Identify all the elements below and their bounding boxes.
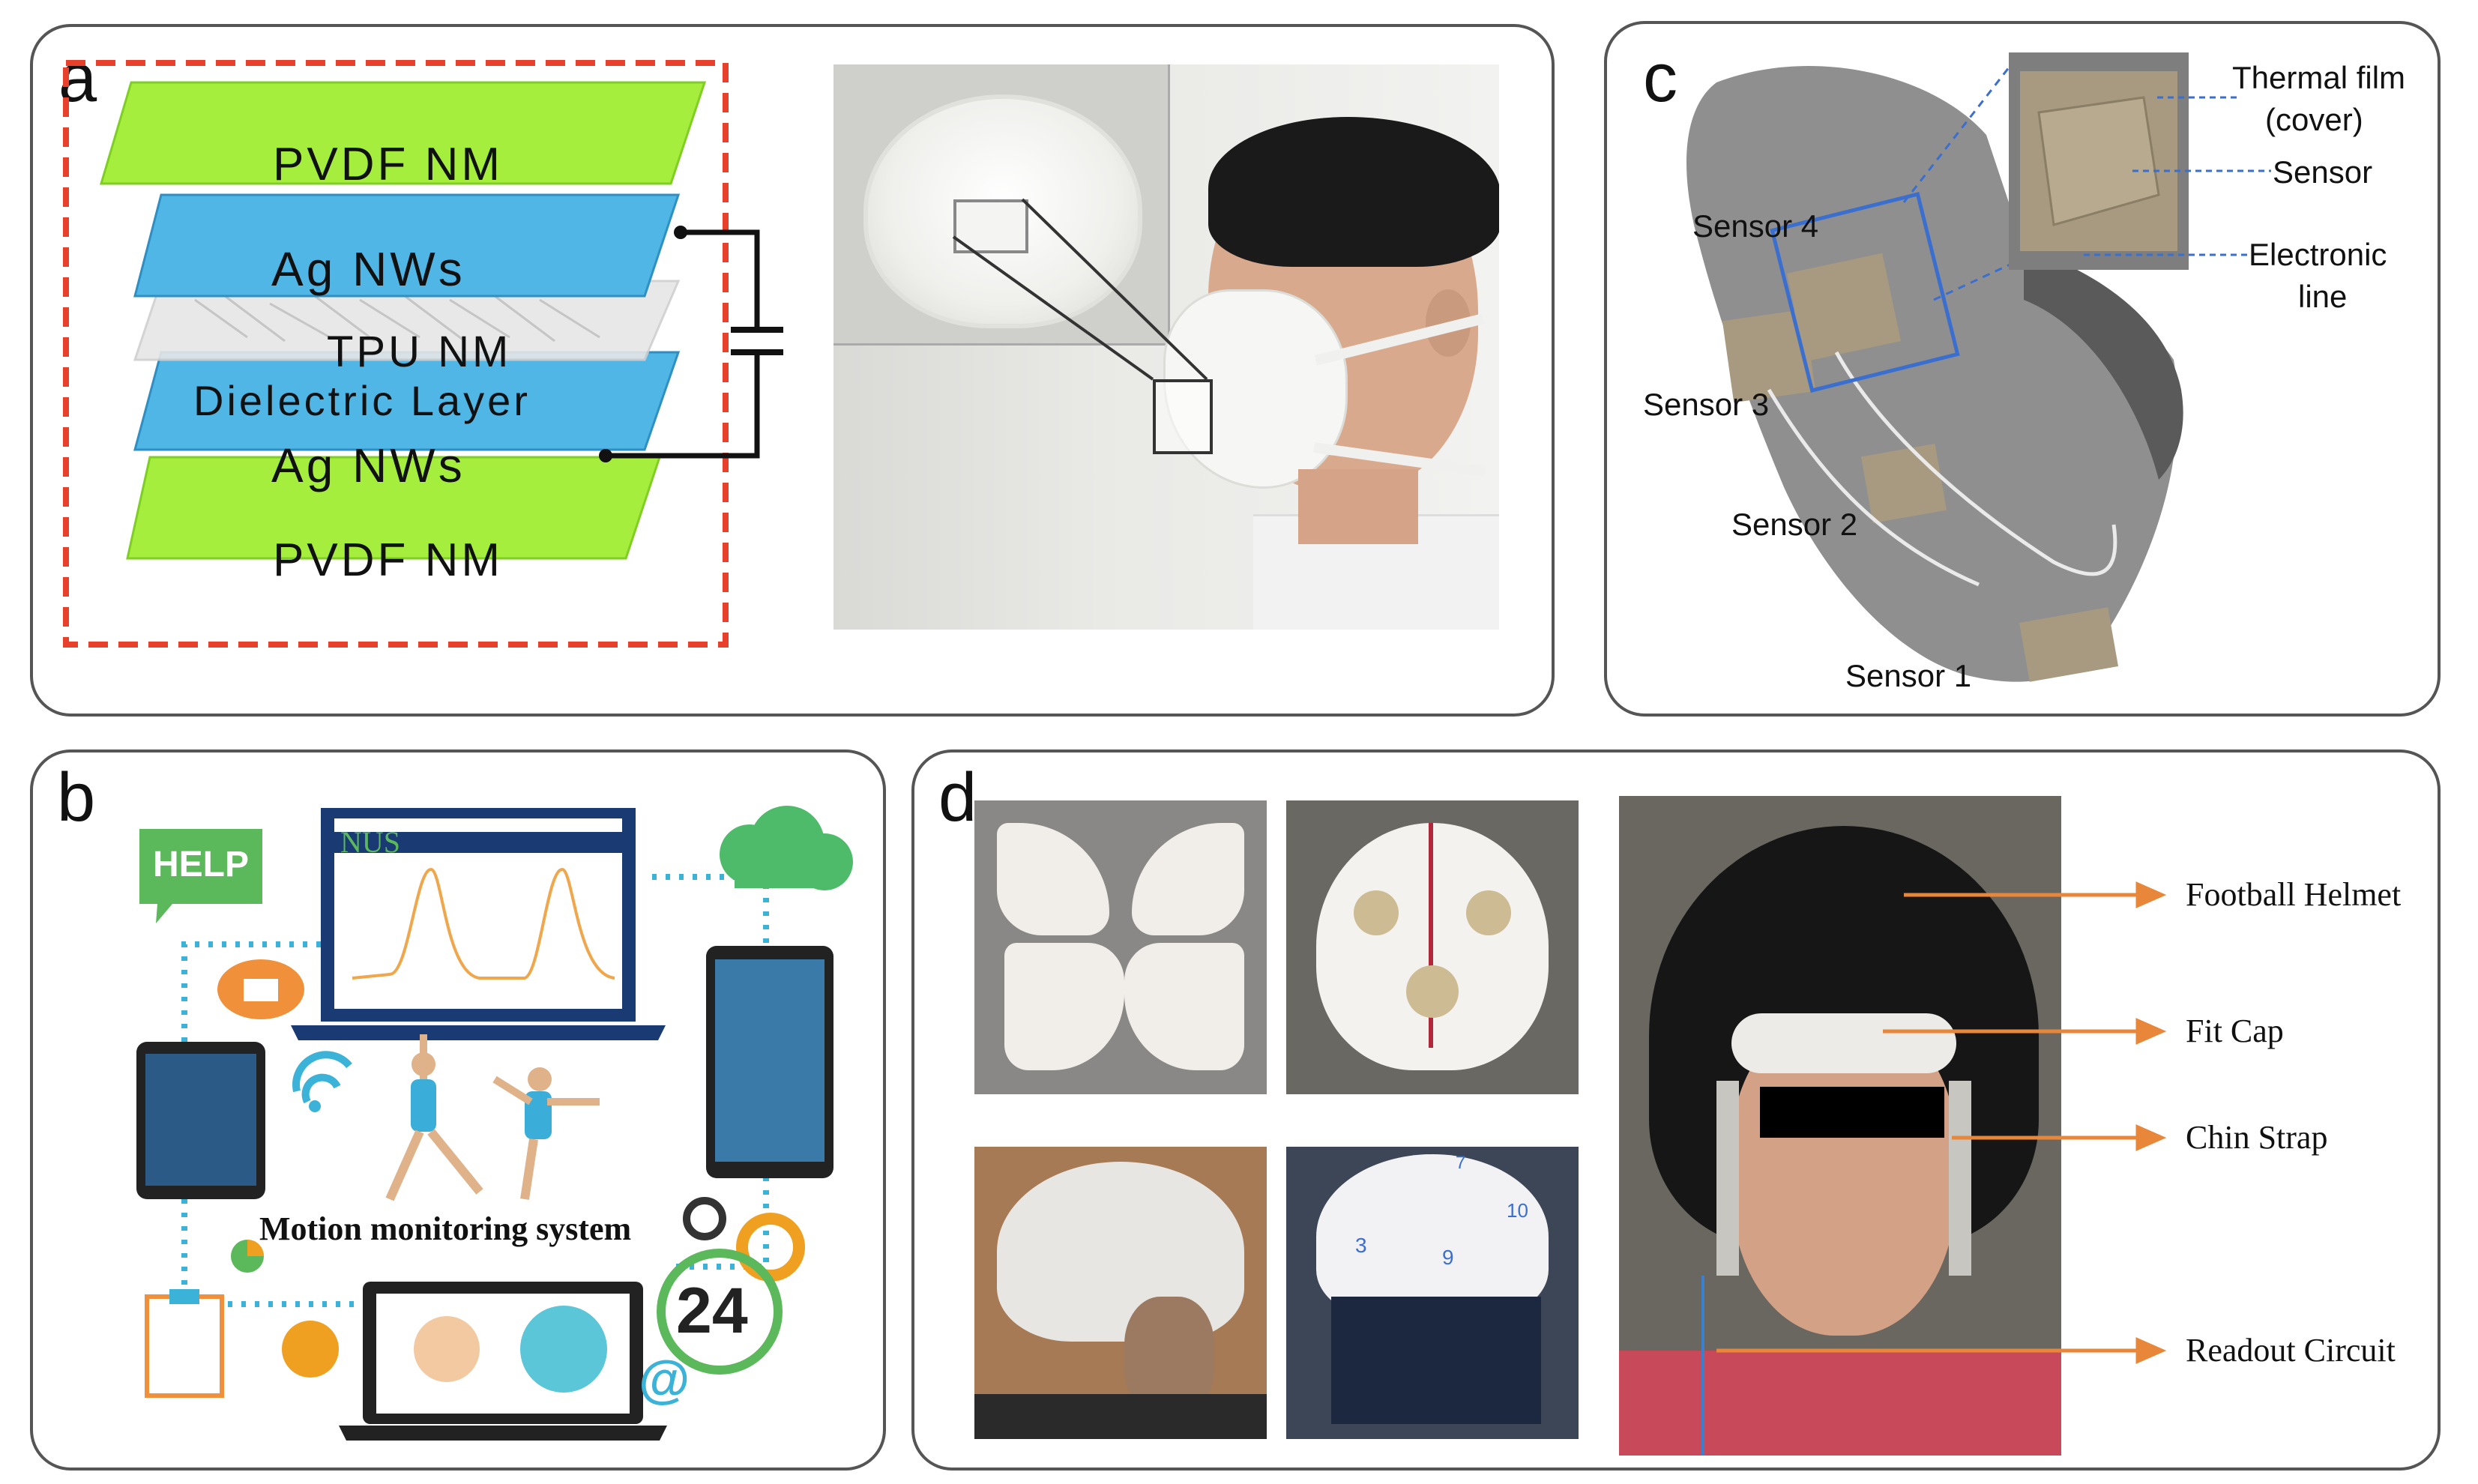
- sensor-label-1: Sensor 1: [1845, 658, 1972, 693]
- motion-system-label: Motion monitoring system: [259, 1210, 632, 1247]
- sensor-label-4: Sensor 4: [1692, 208, 1819, 244]
- callout-electronic-line: line: [2298, 279, 2348, 314]
- person-hair: [1208, 117, 1499, 267]
- panel-c-label: c: [1643, 40, 1677, 116]
- readout-wire: [1701, 1276, 1704, 1456]
- cap-back-photo: [1286, 1147, 1579, 1439]
- shirt: [1619, 1351, 2061, 1456]
- help-label: HELP: [153, 845, 250, 884]
- layer-label-ag-top: Ag NWs: [271, 242, 465, 296]
- cap-number-9: 9: [1442, 1246, 1454, 1269]
- cap-number-3: 3: [1355, 1234, 1367, 1257]
- layer-label-pvdf-top: PVDF NM: [273, 139, 503, 190]
- cap-pattern-photo: [974, 800, 1267, 1094]
- callout-fit-cap: Fit Cap: [2186, 1013, 2284, 1049]
- chin-strap-right: [1949, 1081, 1971, 1276]
- cap-number-10: 10: [1507, 1199, 1528, 1222]
- layer-label-tpu: TPU NM: [327, 328, 512, 376]
- fit-cap-band: [1731, 1013, 1956, 1073]
- face-skin: [1731, 1021, 1956, 1336]
- nus-logo: NUS: [340, 825, 401, 859]
- cap-number-7: 7: [1456, 1153, 1466, 1173]
- panel-d-label: d: [938, 759, 977, 836]
- callout-chin-strap: Chin Strap: [2186, 1119, 2328, 1156]
- chin-strap-left: [1716, 1081, 1739, 1276]
- helmet-photo: [1619, 796, 2061, 1456]
- eye-censor-bar: [1760, 1087, 1944, 1138]
- panel-b-label: b: [57, 759, 96, 836]
- layer-label-ag-bottom: Ag NWs: [271, 438, 465, 492]
- person-neck: [1298, 469, 1418, 544]
- at-symbol: @: [639, 1350, 690, 1408]
- clock-24: 24: [676, 1275, 748, 1347]
- callout-sensor: Sensor: [2273, 154, 2373, 190]
- callout-thermal-film: Thermal film: [2232, 60, 2406, 95]
- layer-label-dielectric: Dielectric Layer: [193, 377, 531, 424]
- panel-a-label: a: [58, 40, 97, 116]
- mask-photo: [833, 64, 1499, 630]
- sensor-zoom-box: [1153, 379, 1213, 454]
- sensor-label-3: Sensor 3: [1643, 387, 1770, 422]
- callout-readout-circuit: Readout Circuit: [2186, 1332, 2396, 1369]
- cap-wired-photo: [1286, 800, 1579, 1094]
- callout-thermal-film-cover: (cover): [2265, 102, 2363, 137]
- cap-side-photo: [974, 1147, 1267, 1439]
- callout-electronic: Electronic: [2249, 237, 2387, 272]
- callout-football-helmet: Football Helmet: [2186, 876, 2402, 913]
- layer-label-pvdf-bottom: PVDF NM: [273, 534, 503, 586]
- mask-inset-photo: [833, 64, 1170, 346]
- sensor-label-2: Sensor 2: [1731, 507, 1858, 542]
- mask-sensor-chip: [953, 199, 1028, 253]
